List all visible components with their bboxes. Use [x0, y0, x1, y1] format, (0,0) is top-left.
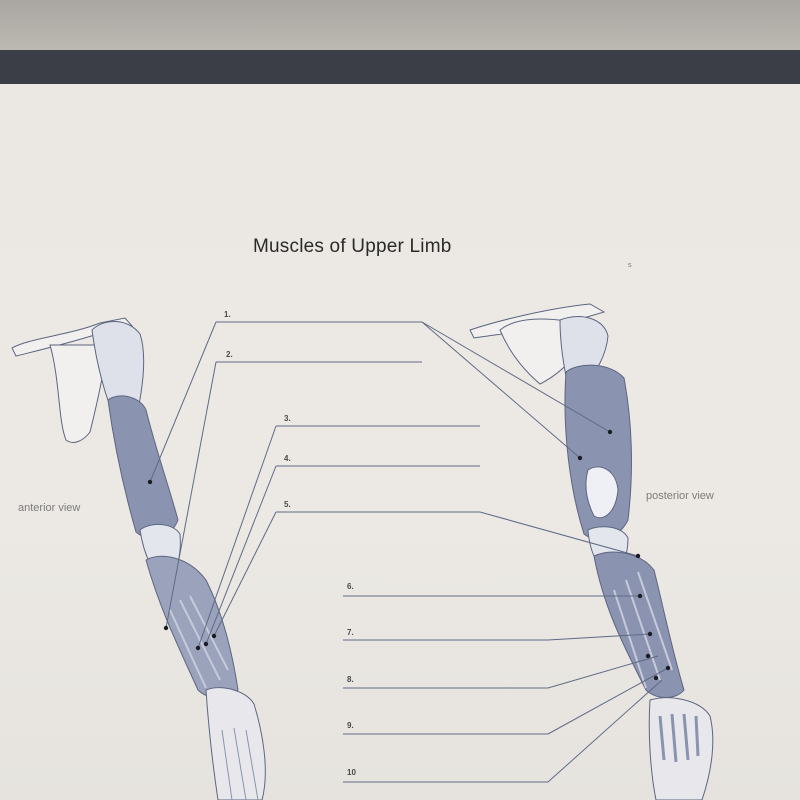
screen-header-bar: [0, 50, 800, 84]
posterior-view-label: posterior view: [646, 490, 714, 502]
anterior-arm-illustration: [11, 317, 266, 800]
stray-mark: s: [628, 262, 632, 269]
label-number-6: 6.: [347, 582, 354, 591]
label-number-10: 10: [347, 768, 356, 777]
label-number-5: 5.: [284, 500, 291, 509]
label-number-8: 8.: [347, 675, 354, 684]
anterior-view-label: anterior view: [18, 502, 81, 514]
label-number-3: 3.: [284, 414, 291, 423]
posterior-arm-illustration: [469, 303, 714, 800]
label-number-2: 2.: [226, 350, 233, 359]
label-number-1: 1.: [224, 310, 231, 319]
label-number-4: 4.: [284, 454, 291, 463]
label-number-7: 7.: [347, 628, 354, 637]
pointer-dots: [147, 429, 671, 681]
leader-lines: [149, 321, 669, 783]
monitor-bezel: [0, 0, 800, 52]
answer-lines: [216, 321, 548, 783]
label-number-9: 9.: [347, 721, 354, 730]
page-title: Muscles of Upper Limb: [253, 236, 452, 257]
